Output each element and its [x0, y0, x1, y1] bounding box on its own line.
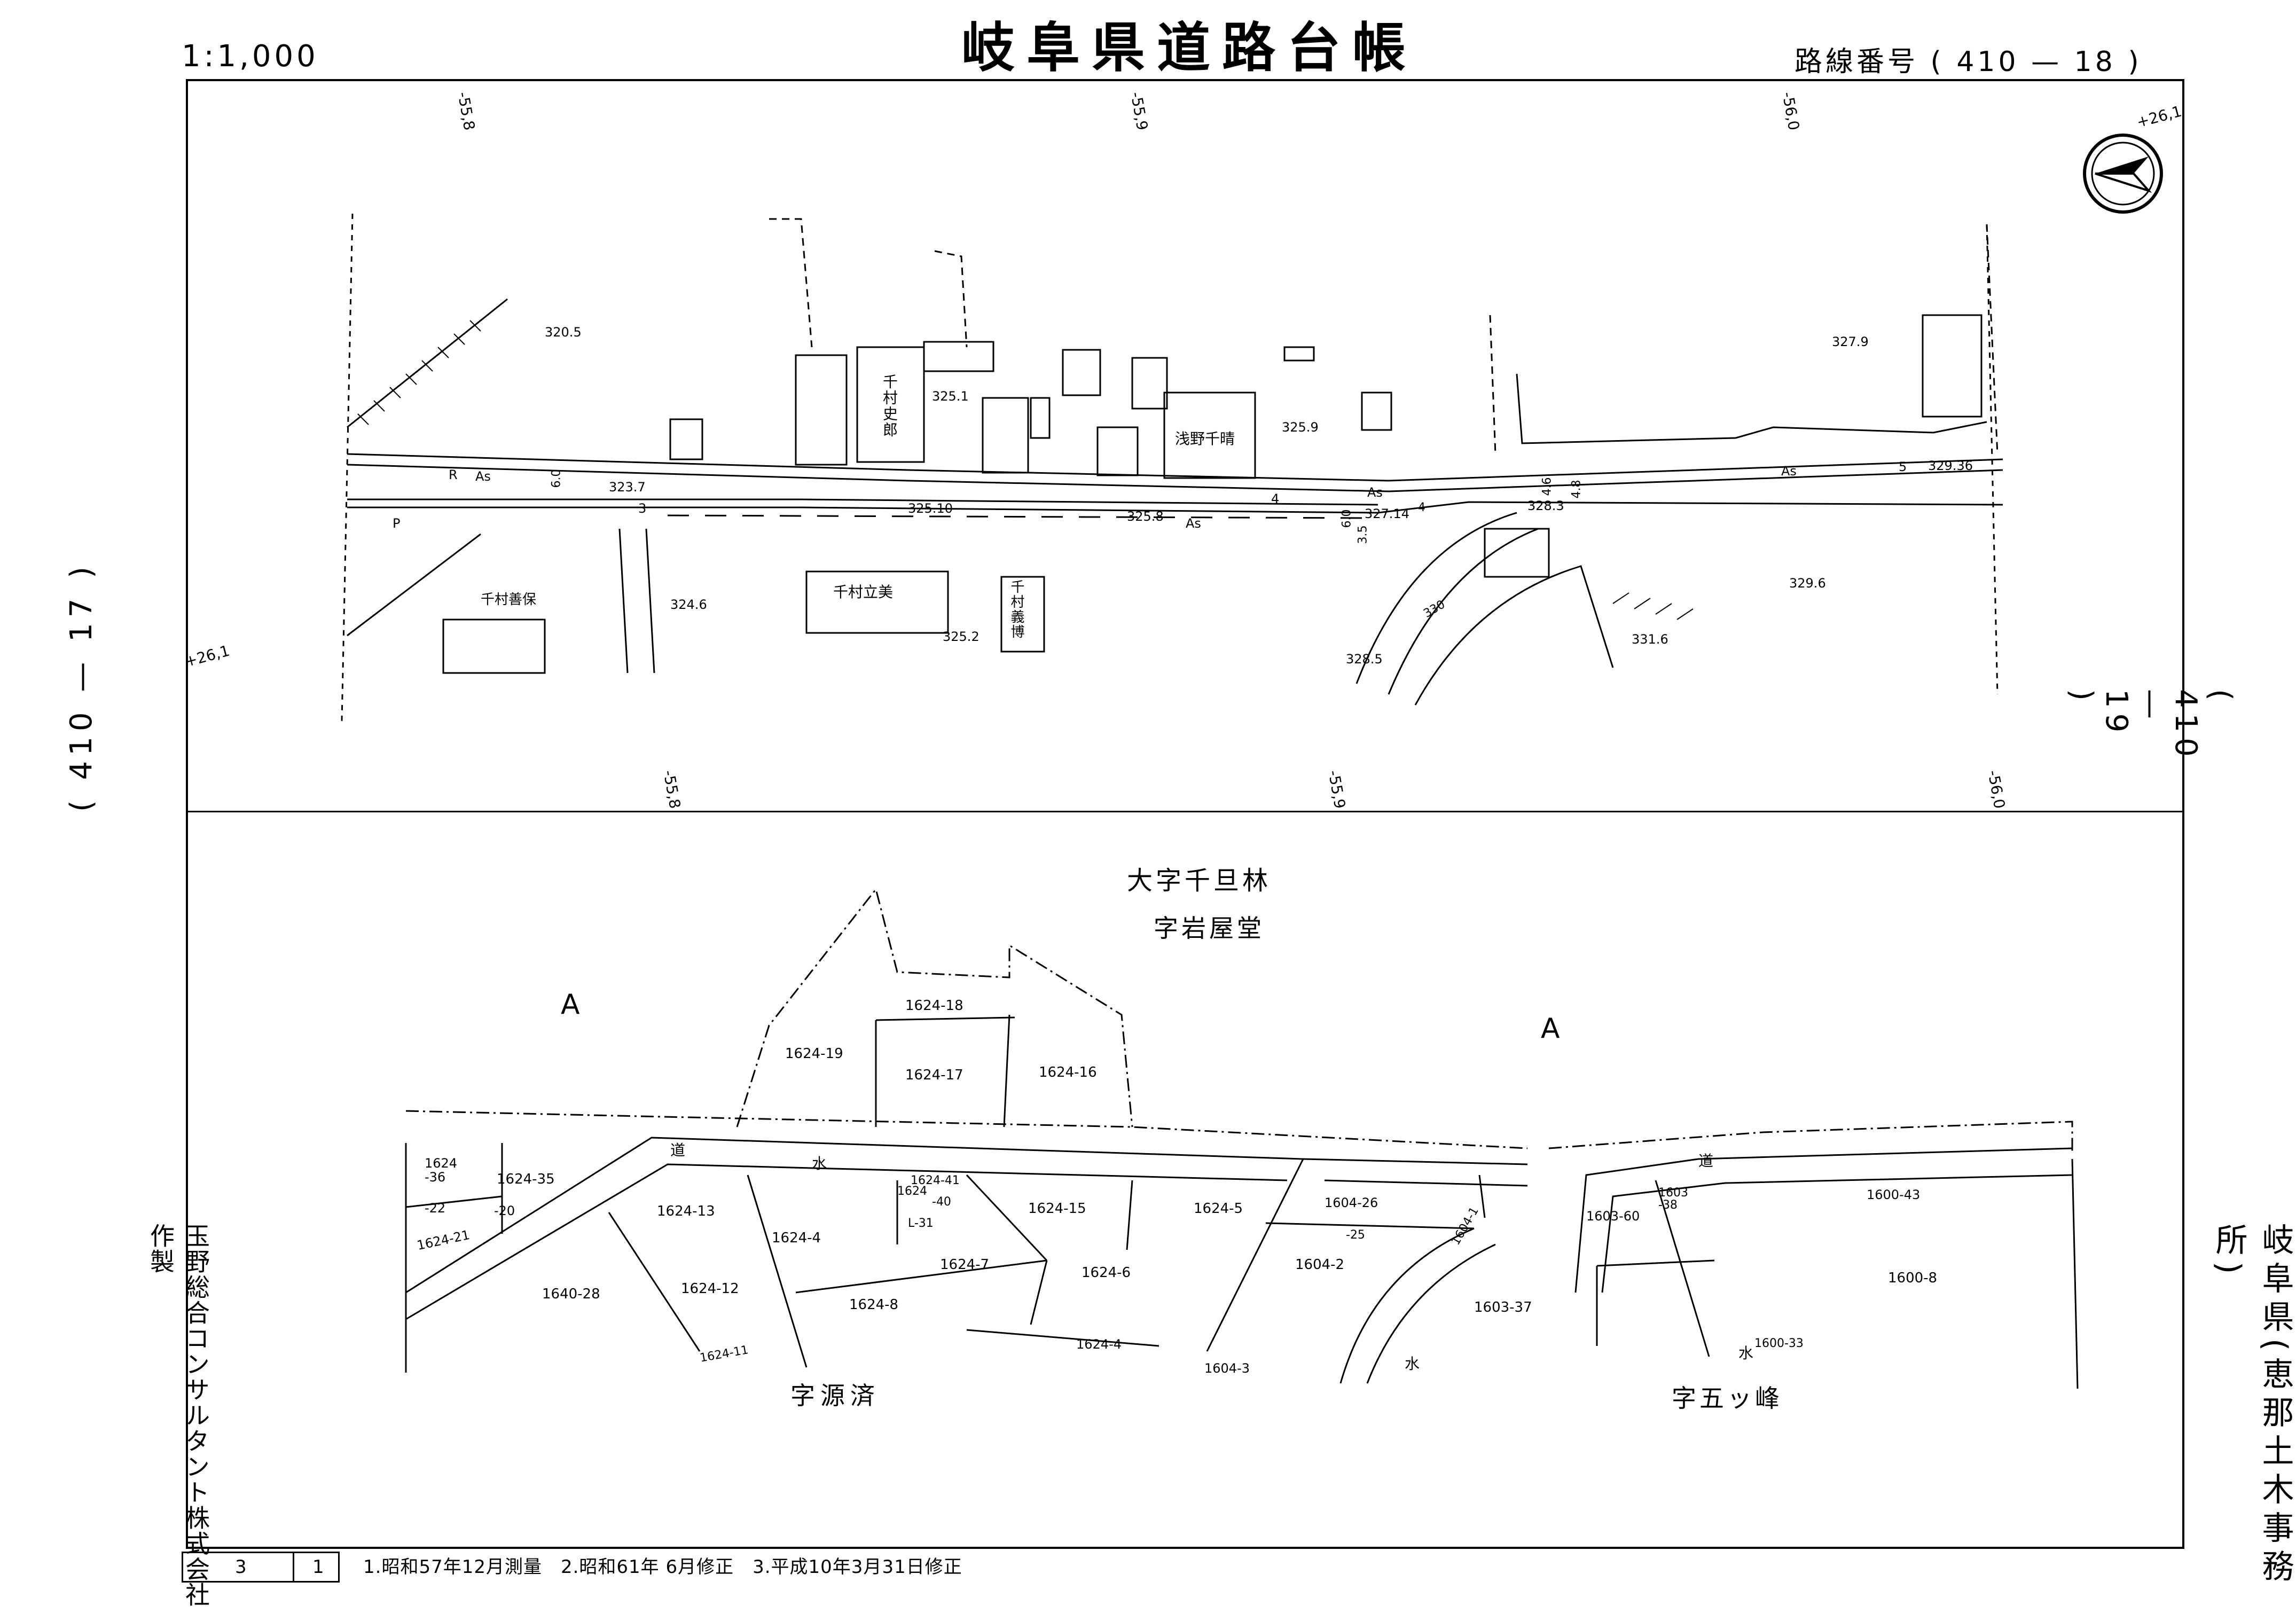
- parcel-label: 1624-17: [905, 1067, 963, 1083]
- parcel-label: 1603 -38: [1658, 1186, 1688, 1212]
- parcel-label: 1624-41: [911, 1174, 960, 1187]
- road-edge-south-2: [347, 498, 1378, 506]
- house-label: 千村義博: [1008, 580, 1024, 639]
- revision-notes: 1.昭和57年12月測量 2.昭和61年 6月修正 3.平成10年3月31日修正: [363, 1556, 962, 1578]
- sheet-number-divider: [293, 1552, 294, 1583]
- page-title: 岐阜県道路台帳: [961, 17, 1417, 79]
- parcel-label: 1604-2: [1295, 1257, 1345, 1273]
- road-mark: As: [1186, 516, 1201, 531]
- office-label: 岐阜県(恵那土木事務所): [2210, 1223, 2294, 1588]
- parcel-label: 1603-60: [1586, 1209, 1640, 1224]
- parcel-label: 1600-43: [1867, 1187, 1921, 1202]
- parcel-label: 1624: [897, 1185, 927, 1198]
- parcel-label: L-31: [908, 1217, 934, 1230]
- area-label: 字源済: [790, 1381, 880, 1410]
- elevation-label: 328.3: [1527, 498, 1564, 513]
- maker-label: 玉野総合コンサルタント株式会社作製: [146, 1223, 210, 1608]
- district-label: 大字千旦林: [1127, 866, 1272, 896]
- elevation-label: 324.6: [670, 597, 707, 612]
- elevation-label: 325.8: [1127, 509, 1164, 524]
- road-mark: As: [1367, 485, 1383, 500]
- parcel-label: 1624-13: [657, 1203, 715, 1219]
- road-mark: 水: [812, 1155, 827, 1172]
- parcel-label: 1624-18: [905, 998, 963, 1014]
- parcel-label: 1624-4: [1076, 1337, 1122, 1352]
- parcel-label: 1604-26: [1325, 1195, 1378, 1210]
- elevation-label: 328.5: [1346, 652, 1383, 667]
- parcel-label: -40: [932, 1195, 951, 1209]
- map-scale: 1:1,000: [182, 39, 319, 74]
- elevation-label: 329.36: [1928, 458, 1973, 473]
- zone-mark: A: [1541, 1013, 1560, 1045]
- parcel-label: 1624-4: [772, 1230, 821, 1246]
- parcel-label: 1604-3: [1204, 1361, 1250, 1376]
- parcel-label: 1624-8: [849, 1297, 899, 1313]
- road-mark: As: [1781, 464, 1797, 479]
- zone-mark: A: [561, 989, 580, 1021]
- elevation-label: 331.6: [1632, 632, 1668, 647]
- road-mark: 水: [1405, 1355, 1420, 1373]
- road-edge-north-2: [347, 464, 2003, 492]
- house-label: 千村史郎: [881, 374, 898, 438]
- parcel-label: 1624-19: [785, 1046, 843, 1062]
- road-mark: 3: [638, 501, 647, 516]
- parcel-label: 1624-35: [497, 1171, 555, 1187]
- elevation-label: 325.2: [943, 629, 979, 644]
- elevation-label: 327.9: [1832, 334, 1869, 349]
- parcel-label: -25: [1346, 1228, 1365, 1242]
- sheet-total: 3: [235, 1556, 247, 1578]
- elevation-label: 325.9: [1282, 420, 1319, 435]
- road-mark: 5: [1899, 459, 1907, 474]
- road-mark: 4: [1418, 501, 1425, 514]
- road-edge-south: [347, 501, 2003, 514]
- parcel-label: 1624-7: [940, 1257, 990, 1273]
- area-label: 字岩屋堂: [1154, 914, 1265, 943]
- elevation-label: 325.1: [932, 389, 969, 404]
- road-mark: 4: [1271, 491, 1280, 506]
- road-mark: As: [475, 469, 491, 484]
- parcel-label: -20: [494, 1203, 515, 1218]
- elevation-label: 323.7: [609, 480, 646, 495]
- sheet-number: 1: [312, 1556, 324, 1578]
- north-arrow-icon: [2083, 134, 2163, 214]
- sheet-number-box: [182, 1552, 340, 1583]
- map-frame: [186, 79, 2184, 1549]
- road-mark: 道: [670, 1141, 686, 1159]
- sheet-divider: [186, 811, 2184, 812]
- parcel-label: -22: [425, 1201, 446, 1216]
- road-mark: 水: [1738, 1344, 1754, 1362]
- parcel-label: 1624-16: [1039, 1064, 1097, 1080]
- road-mark: P: [393, 516, 401, 531]
- parcel-label: 1624-15: [1028, 1201, 1086, 1217]
- house-label: 千村善保: [481, 592, 537, 608]
- parcel-label: 1600-8: [1888, 1270, 1938, 1286]
- parcel-label: 1624-6: [1082, 1265, 1131, 1281]
- elevation-label: 327.14: [1365, 506, 1409, 521]
- parcel-label: 1640-28: [542, 1286, 600, 1302]
- road-edge-north: [347, 453, 2003, 482]
- elevation-label: 320.5: [545, 325, 582, 340]
- elevation-label: 329.6: [1789, 576, 1826, 591]
- area-label: 字五ッ峰: [1672, 1384, 1783, 1413]
- house-label: 千村立美: [833, 583, 894, 601]
- road-mark: R: [449, 467, 458, 482]
- elevation-label: 325.10: [908, 501, 953, 516]
- parcel-label: 1624 -36: [425, 1156, 458, 1185]
- route-number: 路線番号 ( 410 — 18 ): [1795, 46, 2142, 78]
- parcel-label: 1624-12: [681, 1281, 739, 1297]
- road-mark: 道: [1698, 1152, 1714, 1170]
- parcel-label: 1603-37: [1474, 1299, 1532, 1315]
- parcel-label: 1624-5: [1194, 1201, 1243, 1217]
- parcel-label: 1600-33: [1754, 1337, 1804, 1350]
- house-label: 浅野千晴: [1175, 430, 1235, 448]
